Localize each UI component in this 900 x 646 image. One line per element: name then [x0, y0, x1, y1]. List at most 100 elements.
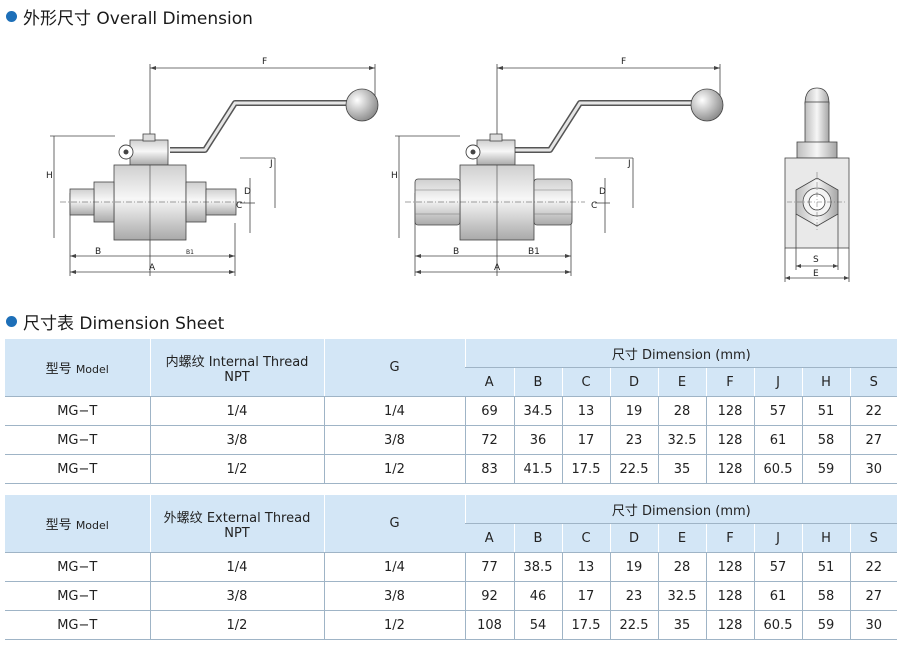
dimension-column-s: S: [849, 367, 898, 397]
npt-cell: 1/4: [149, 552, 324, 582]
g-cell: 3/8: [323, 425, 465, 455]
value-cell-b: 38.5: [513, 552, 562, 582]
value-cell-j: 61: [753, 581, 802, 611]
dimension-column-h: H: [801, 523, 850, 553]
value-cell-h: 59: [801, 454, 850, 484]
npt-cell: 3/8: [149, 425, 324, 455]
value-cell-f: 128: [705, 610, 754, 640]
value-cell-d: 22.5: [609, 454, 658, 484]
value-cell-c: 17: [561, 581, 610, 611]
dimension-column-h: H: [801, 367, 850, 397]
g-header: G: [323, 339, 465, 397]
dimension-column-e: E: [657, 367, 706, 397]
value-cell-e: 32.5: [657, 425, 706, 455]
dimension-column-a: A: [465, 523, 514, 553]
value-cell-b: 36: [513, 425, 562, 455]
value-cell-a: 69: [464, 396, 514, 426]
value-cell-f: 128: [705, 396, 754, 426]
value-cell-b: 54: [513, 610, 562, 640]
dim-label-A: A: [494, 263, 501, 273]
npt-cell: 1/2: [149, 610, 324, 640]
dim-label-B1: B1: [186, 249, 194, 256]
value-cell-e: 28: [657, 552, 706, 582]
value-cell-j: 57: [753, 552, 802, 582]
value-cell-b: 46: [513, 581, 562, 611]
dim-label-J: J: [269, 159, 273, 169]
dim-label-F: F: [262, 57, 267, 67]
dim-label-D: D: [244, 187, 251, 197]
value-cell-s: 30: [849, 454, 898, 484]
value-cell-a: 92: [464, 581, 514, 611]
value-cell-j: 60.5: [753, 610, 802, 640]
section-title: 外形尺寸 Overall Dimension: [23, 9, 253, 29]
value-cell-a: 77: [464, 552, 514, 582]
model-cell: MG−T: [5, 552, 150, 582]
npt-cell: 1/2: [149, 454, 324, 484]
model-cell: MG−T: [5, 454, 150, 484]
value-cell-d: 23: [609, 581, 658, 611]
dim-label-D: D: [599, 187, 606, 197]
g-cell: 3/8: [323, 581, 465, 611]
g-cell: 1/4: [323, 552, 465, 582]
value-cell-c: 13: [561, 396, 610, 426]
dimension-column-d: D: [609, 523, 658, 553]
value-cell-h: 51: [801, 552, 850, 582]
dimension-column-a: A: [465, 367, 514, 397]
dim-label-B1: B1: [528, 247, 540, 257]
value-cell-d: 23: [609, 425, 658, 455]
model-header: 型号 Model: [5, 495, 150, 553]
value-cell-e: 28: [657, 396, 706, 426]
dim-label-E: E: [813, 269, 819, 279]
dim-label-B: B: [453, 247, 459, 257]
thread-header: 外螺纹 External Thread NPT: [149, 495, 324, 553]
dimension-column-f: F: [705, 523, 754, 553]
value-cell-j: 57: [753, 396, 802, 426]
model-cell: MG−T: [5, 610, 150, 640]
value-cell-c: 17.5: [561, 610, 610, 640]
value-cell-e: 35: [657, 454, 706, 484]
value-cell-j: 61: [753, 425, 802, 455]
npt-cell: 3/8: [149, 581, 324, 611]
value-cell-a: 108: [464, 610, 514, 640]
section-heading-dimension-sheet: 尺寸表 Dimension Sheet: [6, 309, 224, 334]
g-cell: 1/2: [323, 454, 465, 484]
value-cell-h: 51: [801, 396, 850, 426]
value-cell-b: 34.5: [513, 396, 562, 426]
external-thread-dimension-table: 型号 Model 外螺纹 External Thread NPT G 尺寸 Di…: [5, 495, 898, 640]
bullet-icon: [6, 11, 17, 22]
value-cell-c: 13: [561, 552, 610, 582]
bullet-icon: [6, 316, 17, 327]
section-title: 尺寸表 Dimension Sheet: [23, 314, 225, 334]
dimension-column-b: B: [513, 367, 562, 397]
dimension-column-j: J: [753, 367, 802, 397]
thread-header: 内螺纹 Internal Thread NPT: [149, 339, 324, 397]
internal-thread-dimension-table: 型号 Model 内螺纹 Internal Thread NPT G 尺寸 Di…: [5, 339, 898, 484]
dimension-column-d: D: [609, 367, 658, 397]
value-cell-c: 17.5: [561, 454, 610, 484]
npt-cell: 1/4: [149, 396, 324, 426]
dim-label-A: A: [149, 263, 156, 273]
value-cell-d: 22.5: [609, 610, 658, 640]
value-cell-f: 128: [705, 425, 754, 455]
dim-label-C: C: [591, 201, 597, 211]
dim-label-F: F: [621, 57, 626, 67]
external-thread-valve-drawing: F H J C D B B1 A: [46, 57, 379, 276]
dimension-column-b: B: [513, 523, 562, 553]
value-cell-d: 19: [609, 552, 658, 582]
dimension-column-c: C: [561, 523, 610, 553]
value-cell-s: 27: [849, 425, 898, 455]
dim-label-B: B: [95, 247, 101, 257]
value-cell-s: 22: [849, 552, 898, 582]
value-cell-a: 83: [464, 454, 514, 484]
section-heading-overall-dimension: 外形尺寸 Overall Dimension: [6, 4, 253, 29]
dimension-column-c: C: [561, 367, 610, 397]
dim-label-H: H: [391, 171, 398, 181]
value-cell-s: 22: [849, 396, 898, 426]
dimension-header: 尺寸 Dimension (mm): [464, 495, 898, 524]
